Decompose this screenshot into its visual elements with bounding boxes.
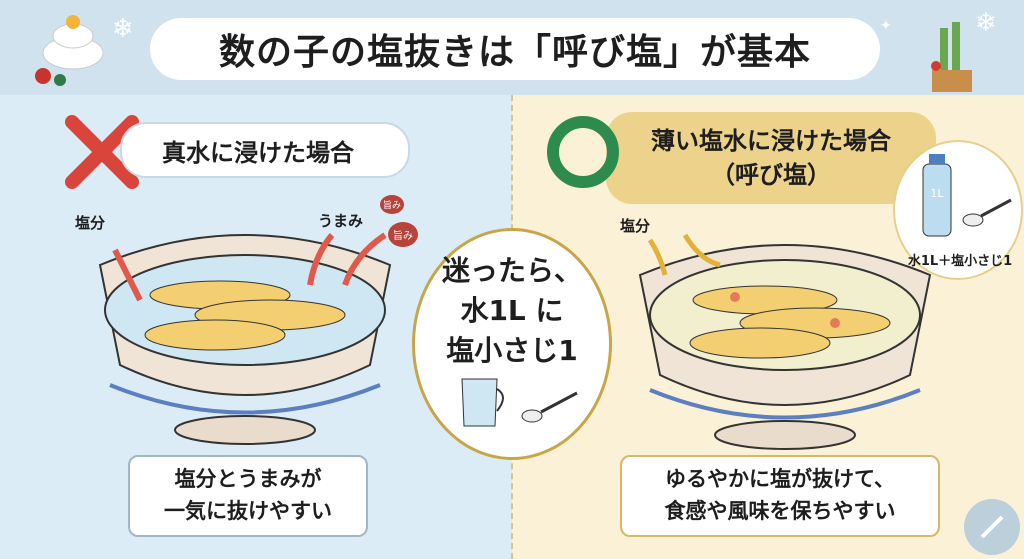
bowl-plain-water-illustration: [98, 232, 392, 445]
salt-label: 塩分: [620, 217, 651, 235]
left-heading: 真水に浸けた場合: [120, 122, 410, 178]
right-heading-line2: （呼び塩）: [711, 161, 831, 189]
right-caption: ゆるやかに塩が抜けて、 食感や風味を保ちやすい: [620, 455, 940, 537]
cross-mark-icon: [65, 115, 139, 189]
compass-badge-icon: [964, 499, 1020, 555]
caption-line: 食感や風味を保ちやすい: [664, 499, 896, 523]
water-bottle-and-spoon-icon: 1L: [922, 154, 1012, 237]
header-band: ❄ ❄ ✦ 数の子の塩抜きは「呼び塩」が基本: [0, 0, 1024, 95]
callout-line: 迷ったら、: [441, 254, 582, 287]
page-title: 数の子の塩抜きは「呼び塩」が基本: [150, 18, 880, 80]
caption-line: 一気に抜けやすい: [164, 499, 332, 523]
bowl-salt-water-illustration: [638, 233, 932, 450]
right-heading: 薄い塩水に浸けた場合 （呼び塩）: [606, 112, 936, 204]
right-heading-line1: 薄い塩水に浸けた場合: [651, 127, 891, 155]
umami-bubble: 旨み: [388, 222, 418, 247]
sparkle-icon: ✦: [880, 18, 892, 34]
center-callout: 迷ったら、 水1L に 塩小さじ1: [412, 228, 612, 460]
snowflake-icon: ❄: [975, 8, 997, 38]
circle-mark-icon: [547, 116, 619, 188]
left-caption: 塩分とうまみが 一気に抜けやすい: [128, 455, 368, 537]
recipe-bubble: 1L: [893, 140, 1023, 280]
caption-line: 塩分とうまみが: [174, 467, 322, 491]
callout-line: 水1L に: [460, 294, 564, 327]
kagami-mochi-icon: [35, 15, 104, 86]
snowflake-icon: ❄: [112, 14, 134, 44]
callout-line: 塩小さじ1: [446, 334, 578, 367]
salt-label: 塩分: [75, 214, 106, 232]
recipe-label: 水1L＋塩小さじ1: [907, 254, 1013, 269]
pitcher-and-spoon-icon: [461, 378, 578, 427]
umami-bubble: 旨み: [380, 195, 405, 214]
kadomatsu-icon: [931, 22, 972, 92]
umami-label: うまみ: [318, 212, 364, 230]
bottle-label: 1L: [930, 187, 944, 200]
caption-line: ゆるやかに塩が抜けて、: [665, 467, 895, 491]
